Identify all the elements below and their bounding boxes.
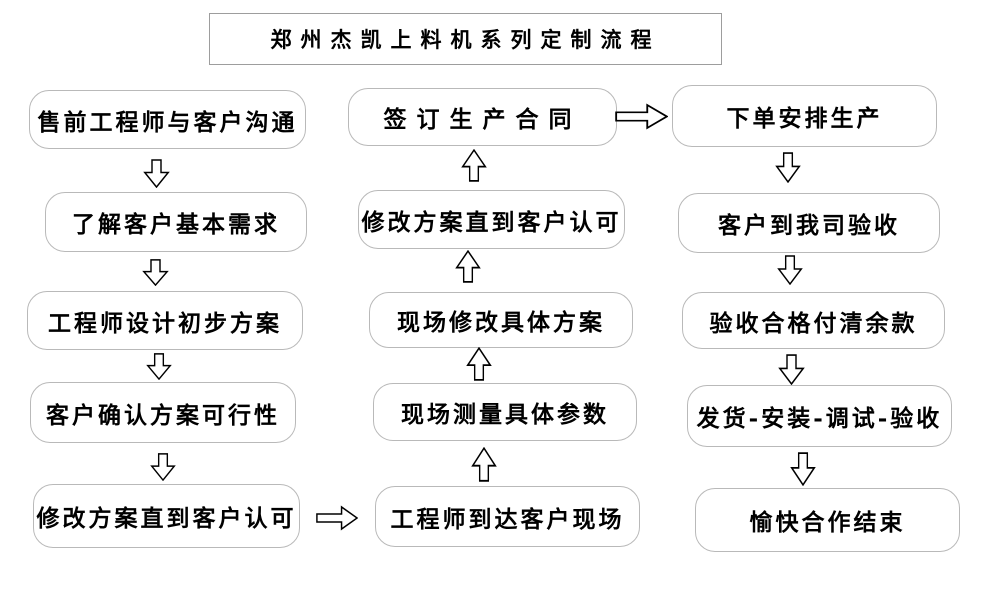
right-block-arrow-icon <box>615 103 668 130</box>
down-block-arrow-icon <box>146 353 172 380</box>
step-onsite-measure-params: 现场测量具体参数 <box>373 383 637 441</box>
up-block-arrow-icon <box>471 447 497 482</box>
right-block-arrow-icon <box>316 505 358 531</box>
step-sign-contract: 签订生产合同 <box>348 88 617 146</box>
step-understand-needs: 了解客户基本需求 <box>45 192 307 252</box>
step-revise-until-approved: 修改方案直到客户认可 <box>33 484 300 548</box>
step-engineer-arrive-site: 工程师到达客户现场 <box>375 486 640 547</box>
step-customer-acceptance-visit: 客户到我司验收 <box>678 193 940 253</box>
up-block-arrow-icon <box>466 347 492 381</box>
title-box: 郑州杰凯上料机系列定制流程 <box>209 13 722 65</box>
step-place-order-production: 下单安排生产 <box>672 85 937 147</box>
down-block-arrow-icon <box>777 255 803 285</box>
step-onsite-modify-plan: 现场修改具体方案 <box>369 292 633 348</box>
up-block-arrow-icon <box>461 149 487 182</box>
step-pay-balance: 验收合格付清余款 <box>682 292 945 349</box>
down-block-arrow-icon <box>150 453 176 481</box>
down-block-arrow-icon <box>790 452 816 486</box>
step-presales-communicate: 售前工程师与客户沟通 <box>29 90 306 149</box>
step-ship-install-debug-accept: 发货-安装-调试-验收 <box>687 385 952 447</box>
down-block-arrow-icon <box>142 259 169 286</box>
down-block-arrow-icon <box>143 159 170 188</box>
step-design-draft-plan: 工程师设计初步方案 <box>27 291 303 350</box>
step-revise-until-approved-2: 修改方案直到客户认可 <box>358 190 625 249</box>
up-block-arrow-icon <box>455 250 481 283</box>
down-block-arrow-icon <box>775 152 801 183</box>
step-confirm-feasibility: 客户确认方案可行性 <box>30 382 296 443</box>
step-cooperation-end: 愉快合作结束 <box>695 488 960 552</box>
down-block-arrow-icon <box>778 354 805 385</box>
page-title: 郑州杰凯上料机系列定制流程 <box>270 27 661 52</box>
